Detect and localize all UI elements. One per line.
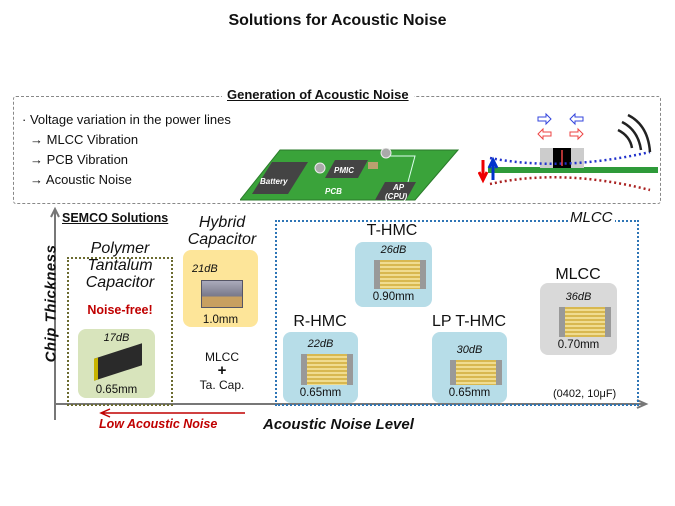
effect-line: → MLCC Vibration <box>30 132 139 147</box>
hybrid-card: 21dB 1.0mm <box>183 250 258 327</box>
thickness-value: 0.65mm <box>448 387 491 399</box>
ap-chip <box>375 182 416 200</box>
thickness-value: 0.65mm <box>299 387 342 399</box>
thickness-value: 0.70mm <box>557 339 600 351</box>
down-arrow-icon <box>478 160 489 184</box>
mlcc-chip <box>300 354 353 385</box>
y-axis <box>50 206 60 420</box>
rhmc-label: R-HMC <box>293 313 347 330</box>
svg-text:(CPU): (CPU) <box>385 192 408 201</box>
mlcc-chip <box>373 260 426 289</box>
svg-text:PMIC: PMIC <box>334 166 354 175</box>
mlcc-group <box>275 220 639 406</box>
generation-heading: Generation of Acoustic Noise <box>222 87 414 102</box>
vibration-illustration <box>478 112 658 192</box>
db-value: 17dB <box>103 332 130 344</box>
slide-title: Solutions for Acoustic Noise <box>228 12 447 29</box>
effect-line: → PCB Vibration <box>30 152 129 167</box>
thmc-label: T-HMC <box>366 222 418 239</box>
mlcc-label: MLCC <box>555 266 601 283</box>
hybrid-composition: MLCC+Ta. Cap. <box>199 350 245 392</box>
mlcc-chip <box>558 307 611 337</box>
semco-heading: SEMCO Solutions <box>62 211 169 225</box>
sound-wave-icon <box>617 113 652 153</box>
svg-text:AP: AP <box>392 183 405 192</box>
effect-line: → Acoustic Noise <box>30 172 132 187</box>
svg-text:Battery: Battery <box>260 177 288 186</box>
up-arrow-icon <box>487 156 499 180</box>
thickness-value: 0.65mm <box>95 384 138 396</box>
mlcc-group-label: MLCC <box>568 209 615 226</box>
db-value: 22dB <box>307 338 334 350</box>
lpthmc-card: 30dB 0.65mm <box>432 332 507 403</box>
db-value: 36dB <box>565 291 592 303</box>
condition-note: (0402, 10μF) <box>553 388 617 400</box>
low-noise-arrow <box>99 408 245 418</box>
mlcc-chip <box>449 360 502 385</box>
db-value: 21dB <box>192 263 218 275</box>
hybrid-chip <box>201 280 243 308</box>
rhmc-card: 22dB 0.65mm <box>283 332 358 403</box>
cause-line: · Voltage variation in the power lines <box>22 112 231 127</box>
low-noise-label: Low Acoustic Noise <box>99 417 218 431</box>
thmc-card: 26dB 0.90mm <box>355 242 432 307</box>
thickness-value: 0.90mm <box>372 291 415 303</box>
db-value: 30dB <box>456 344 483 356</box>
pcb-illustration: Battery PMIC PCB AP (CPU) <box>240 148 460 201</box>
db-value: 26dB <box>380 244 407 256</box>
polymer-group <box>67 257 173 406</box>
mlcc-card: 36dB 0.70mm <box>540 283 617 355</box>
thickness-value: 1.0mm <box>202 314 239 326</box>
x-axis-label: Acoustic Noise Level <box>263 416 414 433</box>
noise-free-note: Noise-free! <box>87 303 153 317</box>
tantalum-chip <box>94 343 142 381</box>
pmic-chip <box>325 160 368 178</box>
battery-chip <box>252 162 308 194</box>
y-axis-label: Chip Thickness <box>42 244 60 363</box>
svg-text:PCB: PCB <box>325 187 342 196</box>
lpthmc-label: LP T-HMC <box>431 313 507 330</box>
polymer-card: 17dB 0.65mm <box>78 329 155 398</box>
